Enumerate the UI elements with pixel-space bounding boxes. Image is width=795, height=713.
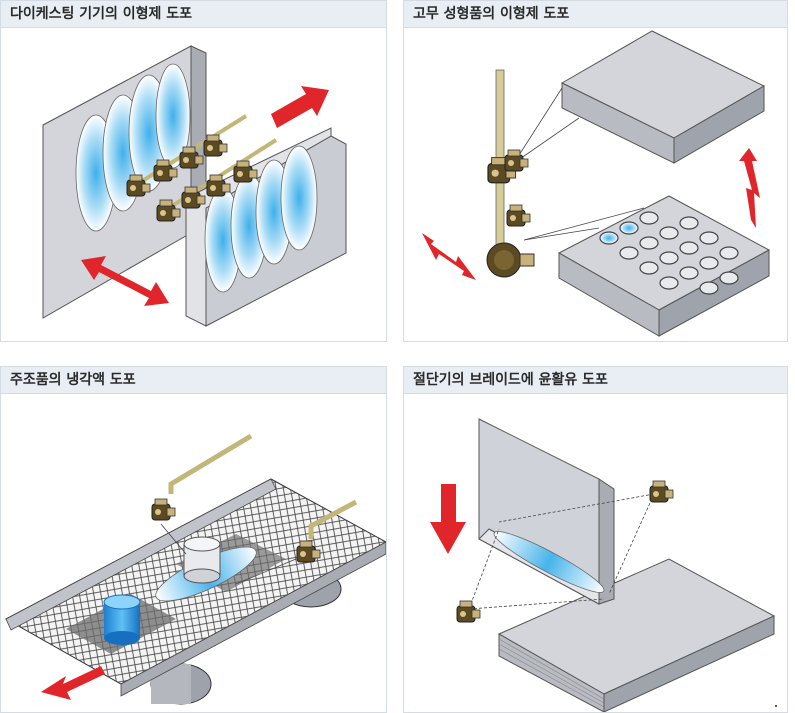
panel-rubber-molding: 고무 성형품의 이형제 도포 xyxy=(403,0,788,342)
panel-title: 고무 성형품의 이형제 도포 xyxy=(404,1,787,28)
casting-coolant-illustration xyxy=(4,433,386,705)
panel-casting-coolant: 주조품의 냉각액 도포 xyxy=(0,366,387,713)
cutter-blade-illustration xyxy=(430,418,777,712)
panel-title: 절단기의 브레이드에 윤활유 도포 xyxy=(404,367,787,394)
rubber-molding-illustration xyxy=(422,30,771,337)
panel-die-casting: 다이케스팅 기기의 이형제 도포 xyxy=(0,0,387,342)
panel-title: 다이케스팅 기기의 이형제 도포 xyxy=(1,1,386,28)
panel-cutter-blade: 절단기의 브레이드에 윤활유 도포 xyxy=(403,366,788,713)
piston-blue xyxy=(103,594,141,645)
panel-title: 주조품의 냉각액 도포 xyxy=(1,367,386,394)
die-casting-illustration xyxy=(42,45,347,327)
